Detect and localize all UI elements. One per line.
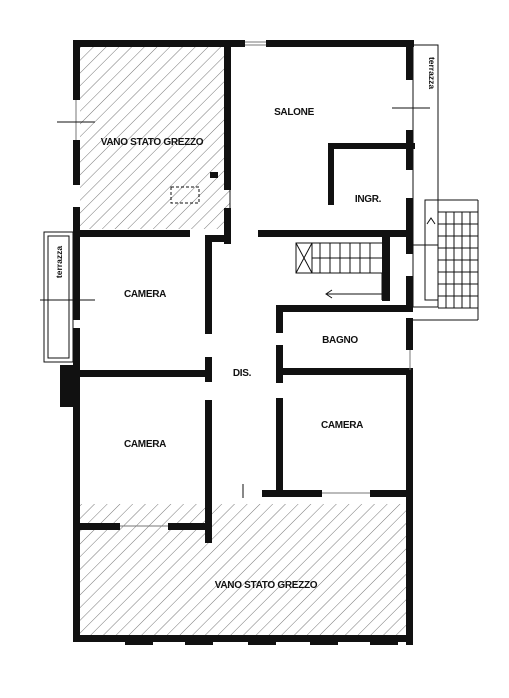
label-bagno: BAGNO — [322, 335, 358, 346]
label-ingr: INGR. — [355, 194, 382, 205]
label-camera-se: CAMERA — [321, 420, 363, 431]
plan-details — [40, 41, 479, 645]
label-salone: SALONE — [274, 107, 315, 118]
label-dis: DIS. — [233, 368, 252, 379]
label-vano-s: VANO STATO GREZZO — [215, 580, 318, 591]
label-terrazza-w: terrazza — [54, 246, 64, 278]
inner-walls — [80, 40, 415, 543]
label-vano-nw: VANO STATO GREZZO — [101, 137, 204, 148]
hatch-vano-nw — [80, 46, 230, 229]
label-terrazza-e: terrazza — [427, 57, 437, 89]
hatch-vano-s — [80, 504, 410, 637]
label-camera-w: CAMERA — [124, 289, 166, 300]
label-camera-sw: CAMERA — [124, 439, 166, 450]
outer-walls — [60, 40, 414, 645]
